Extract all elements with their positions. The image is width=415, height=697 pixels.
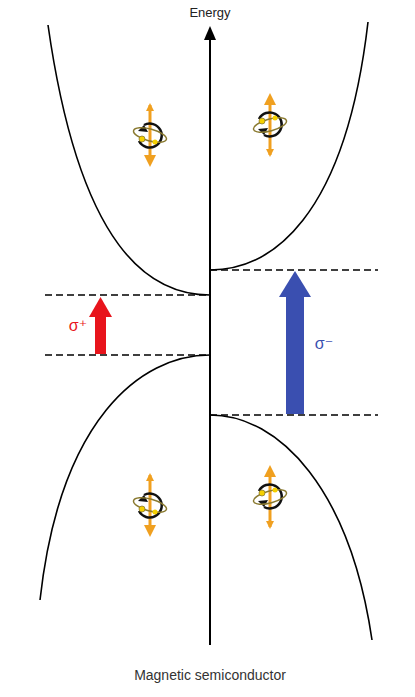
valence-band: [40, 355, 210, 600]
energy-axis: [209, 36, 211, 645]
spin-icon: [252, 93, 288, 157]
caption: Magnetic semiconductor: [134, 668, 286, 683]
axis-arrowhead: [204, 26, 216, 40]
energy-levels: [45, 270, 378, 415]
sigma-plus-arrow: [89, 297, 112, 354]
conduction-band: [210, 22, 368, 270]
transition-label: σ⁻: [315, 335, 333, 353]
conduction-band: [48, 25, 210, 295]
spin-icon: [252, 465, 288, 529]
axis-label: Energy: [189, 6, 230, 20]
spin-icon: [132, 103, 168, 167]
sigma-minus-arrow: [279, 271, 311, 414]
transition-label: σ⁺: [69, 317, 87, 335]
valence-band: [210, 415, 372, 640]
spin-icon: [132, 473, 168, 537]
